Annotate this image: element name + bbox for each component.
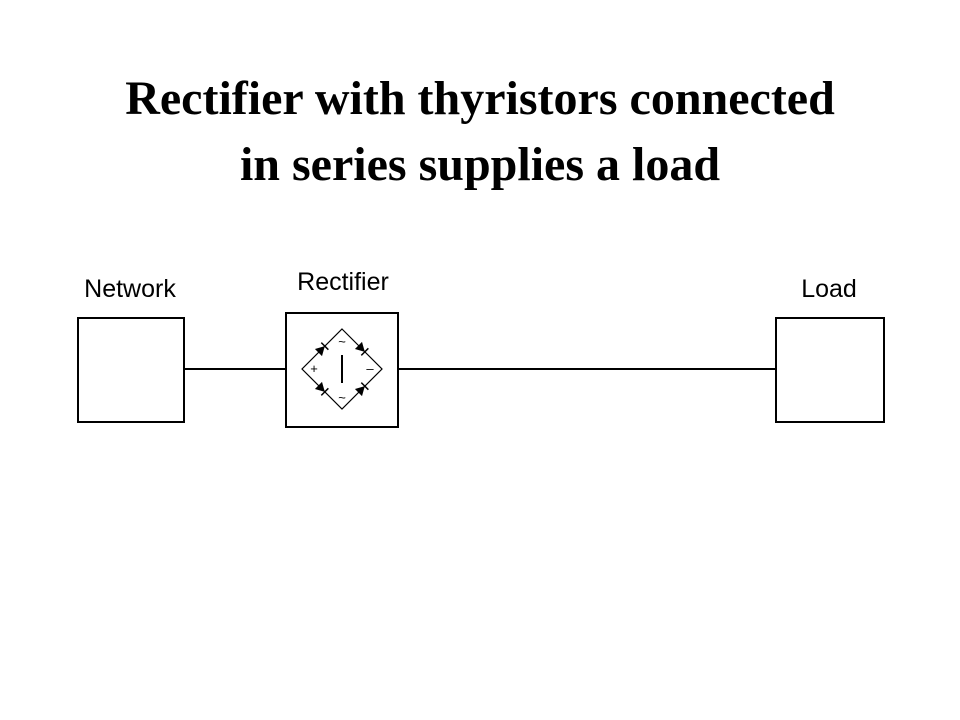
title-line-2: in series supplies a load (239, 138, 721, 191)
diode-bottom-left (314, 381, 329, 396)
diode-bridge-symbol: ~ ~ + – (301, 328, 383, 410)
network-label: Network (84, 275, 176, 303)
network-block (77, 317, 185, 423)
bridge-diamond (301, 328, 383, 410)
load-block (775, 317, 885, 423)
ac-top-symbol: ~ (338, 334, 346, 349)
title-line-1: Rectifier with thyristors connected (125, 72, 835, 125)
load-label: Load (801, 275, 857, 303)
plus-symbol: + (310, 361, 318, 376)
rectifier-label: Rectifier (297, 268, 389, 296)
diode-bottom-right (354, 382, 369, 397)
diode-top-left (314, 342, 329, 357)
page-title: Rectifier with thyristors connected in s… (0, 66, 960, 198)
ac-bottom-symbol: ~ (338, 390, 346, 405)
diode-top-right (354, 341, 369, 356)
minus-symbol: – (366, 361, 374, 376)
